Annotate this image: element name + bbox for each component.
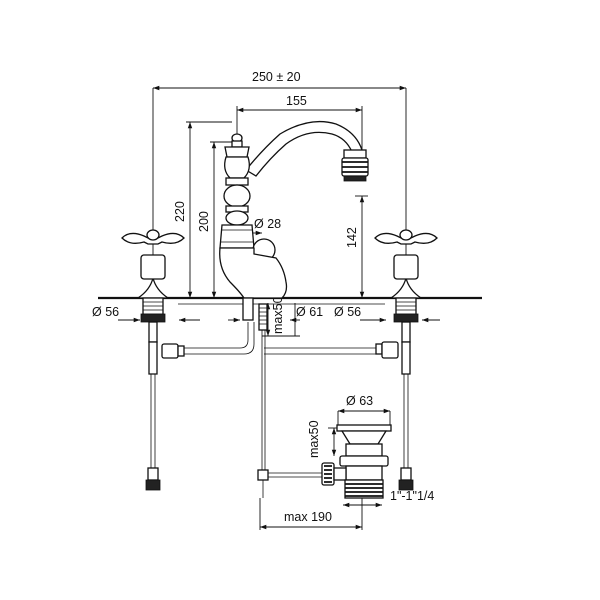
center-base-diameter-label: Ø 61 [296,305,323,319]
waste-depth-label: max50 [307,420,321,458]
rod-length-label: max 190 [284,510,332,524]
waste-thread-label: 1"-1"1/4 [390,489,434,503]
spout-height-label: 142 [345,227,359,248]
body-height-label: 200 [197,211,211,232]
dimension-lines [118,85,440,530]
overall-width-label: 250 ± 20 [252,70,301,84]
right-cross-handle-valve [374,229,438,343]
right-base-diameter-label: Ø 56 [334,305,361,319]
total-height-label: 220 [173,201,187,222]
waste-assembly [321,424,392,499]
spout-reach-label: 155 [286,94,307,108]
knob-diameter-label: Ø 28 [254,217,281,231]
deck-thickness-label: max50 [271,296,285,334]
pop-up-rod [257,330,322,498]
central-spout-body [219,120,369,331]
supply-hoses [145,322,414,491]
waste-diameter-label: Ø 63 [346,394,373,408]
dimension-labels: 250 ± 20 155 220 200 Ø 28 142 Ø 56 Ø 61 … [92,70,434,524]
left-base-diameter-label: Ø 56 [92,305,119,319]
